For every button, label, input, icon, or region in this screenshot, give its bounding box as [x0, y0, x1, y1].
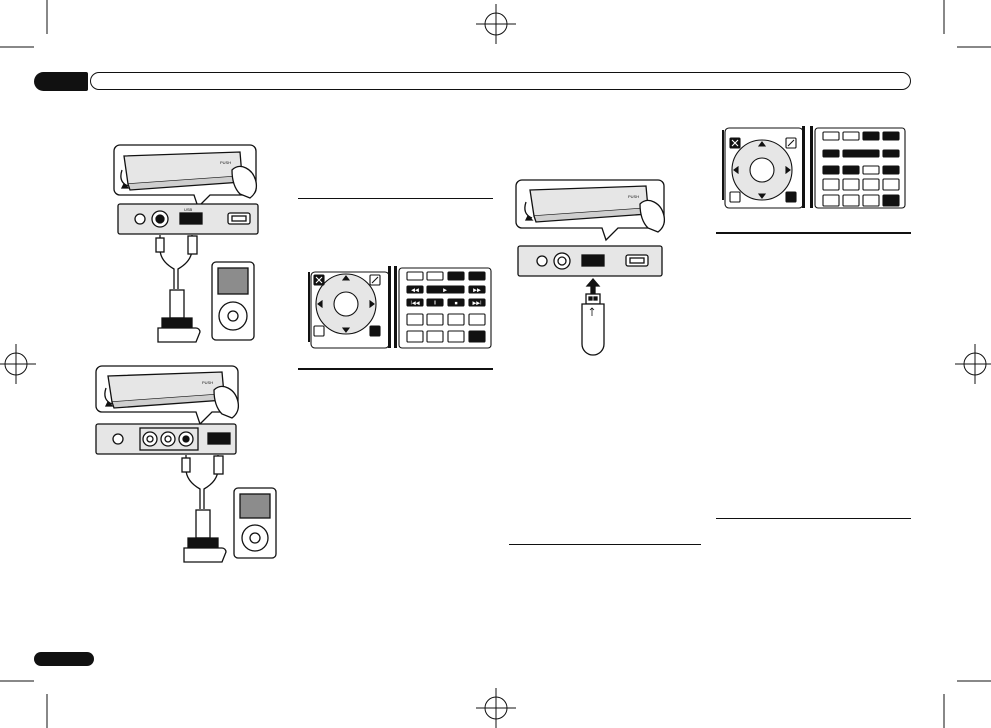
rewind-glyph: ◀◀	[411, 288, 419, 294]
ipod-icon	[233, 487, 277, 559]
section-rule-thick	[716, 232, 911, 234]
stop-glyph: ■	[454, 301, 457, 307]
remote-control-icon	[722, 126, 906, 209]
header-title-bar	[90, 72, 911, 90]
ipod-icon	[211, 261, 255, 341]
cursor-pad-icon	[308, 266, 391, 349]
remote-control-icon: ◀◀ ▶ ▶▶ I◀◀ II ■ ▶▶I	[308, 266, 492, 349]
chapter-tab	[34, 72, 88, 91]
ipod-connection-figure-2: PUSH	[95, 365, 277, 563]
svg-text:PUSH: PUSH	[220, 160, 231, 165]
section-rule-thick	[298, 368, 493, 370]
svg-text:PUSH: PUSH	[202, 380, 213, 385]
section-rule	[298, 198, 493, 199]
play-glyph: ▶	[443, 288, 447, 294]
page-number-tab	[34, 652, 94, 666]
page-header	[34, 72, 911, 92]
pause-glyph: II	[434, 301, 437, 307]
fast-forward-glyph: ▶▶	[473, 288, 481, 294]
cursor-pad-icon	[722, 126, 805, 209]
section-rule	[716, 518, 911, 519]
next-glyph: ▶▶I	[472, 301, 481, 307]
registration-target-icon	[955, 344, 991, 384]
usb-drive-icon	[581, 293, 605, 356]
registration-target-icon	[0, 344, 36, 384]
arrow-up-icon	[585, 278, 601, 295]
hand-icon	[231, 165, 258, 199]
usb-port-label: USB	[184, 207, 193, 212]
section-rule	[509, 544, 701, 545]
registration-target-icon	[476, 4, 516, 44]
svg-text:PUSH: PUSH	[628, 194, 639, 199]
hand-icon	[639, 199, 666, 233]
ipod-connection-figure-1: PUSH USB	[113, 144, 259, 343]
usb-connection-figure: PUSH	[515, 179, 666, 356]
registration-target-icon	[476, 688, 516, 728]
hand-icon	[213, 385, 240, 419]
previous-glyph: I◀◀	[410, 301, 419, 307]
